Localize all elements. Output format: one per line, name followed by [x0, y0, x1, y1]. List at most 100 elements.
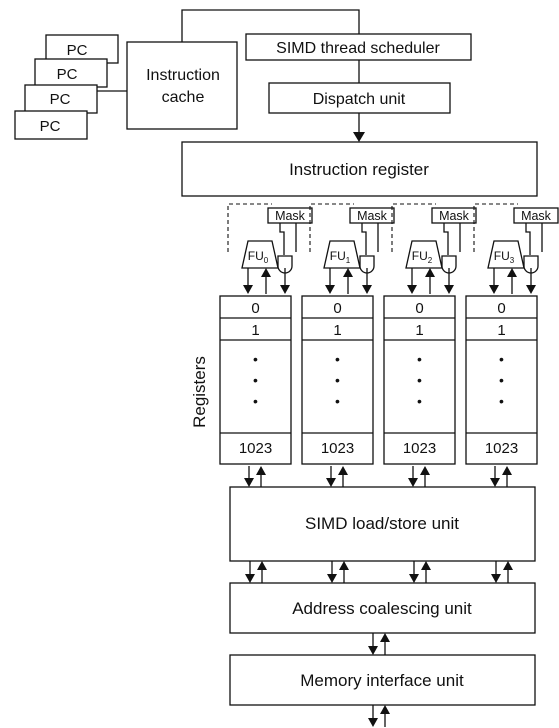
fu-subscript-0: 0 [264, 256, 269, 265]
register-ellipsis-dot-1-2: • [335, 393, 340, 409]
mask-box-1 [349, 207, 395, 224]
register-column-3 [465, 295, 538, 465]
acu-to-lsu-up-1-head [339, 561, 349, 570]
register-1023-label-0: 1023 [239, 440, 272, 457]
acu-to-lsu-up-2-head [421, 561, 431, 570]
pc-label-1: PC [67, 42, 88, 59]
instruction-register-label: Instruction register [289, 160, 429, 179]
lane-3-fu-to-reg-a-head [489, 285, 499, 294]
register-ellipsis-dot-2-0: • [417, 351, 422, 367]
lane-1-control-dashed [309, 203, 354, 252]
instruction-cache: Instruction cache [97, 9, 360, 130]
mask-label-0: Mask [275, 209, 306, 223]
dispatch-unit-box [268, 82, 451, 114]
fu-label-1: FU1 [330, 249, 351, 265]
mask-line-1 [361, 223, 367, 255]
control-path: SIMD thread scheduler Dispatch unit Inst… [181, 33, 538, 197]
pc-box-4 [14, 110, 88, 140]
mask-label-3: Mask [521, 209, 552, 223]
pc-label-2: PC [57, 66, 78, 83]
mask-box-0 [267, 207, 313, 224]
register-1-label-2: 1 [415, 322, 423, 339]
instruction-cache-box [126, 41, 238, 130]
lsu-to-reg-up-3-head [502, 466, 512, 475]
register-ellipsis-dot-0-1: • [253, 372, 258, 388]
register-0-label-3: 0 [497, 300, 505, 317]
memory-interface-unit-label: Memory interface unit [300, 671, 464, 690]
lsu-to-reg-up-1-head [338, 466, 348, 475]
gate-2 [441, 255, 457, 274]
mask-line-3 [525, 223, 531, 255]
fu-subscript-1: 1 [346, 256, 351, 265]
register-ellipsis-dot-3-1: • [499, 372, 504, 388]
register-0-label-2: 0 [415, 300, 423, 317]
address-coalescing-unit-label: Address coalescing unit [292, 599, 472, 618]
reg-to-lsu-down-1-head [326, 478, 336, 487]
register-ellipsis-dot-0-2: • [253, 393, 258, 409]
instruction-register-box [181, 141, 538, 197]
memory-path: SIMD load/store unit Address coalescing … [229, 486, 536, 706]
reg-to-lsu-down-2-head [408, 478, 418, 487]
register-ellipsis-dot-1-0: • [335, 351, 340, 367]
register-column-2 [383, 295, 456, 465]
lane-0-control-dashed [227, 203, 272, 252]
lane-3-gate-to-reg-head [526, 285, 536, 294]
cache-to-scheduler-line [181, 9, 360, 42]
lane-0-gate-to-reg-head [280, 285, 290, 294]
lsu-to-reg-up-0-head [256, 466, 266, 475]
lane-2-gate-to-reg-head [444, 285, 454, 294]
gate-3 [523, 255, 539, 274]
lane-3-control-dashed [473, 203, 518, 252]
register-1-label-1: 1 [333, 322, 341, 339]
lsu-to-acu-down-3-head [491, 574, 501, 583]
register-1023-label-1: 1023 [321, 440, 354, 457]
register-ellipsis-dot-0-0: • [253, 351, 258, 367]
instruction-cache-line1: Instruction [146, 67, 220, 84]
register-ellipsis-dot-3-0: • [499, 351, 504, 367]
lsu-to-acu-down-2-head [409, 574, 419, 583]
mask-label-1: Mask [357, 209, 388, 223]
lanes: MaskFU001•••1023MaskFU101•••1023MaskFU20… [219, 203, 559, 465]
register-1023-label-2: 1023 [403, 440, 436, 457]
lsu-to-acu-down-1-head [327, 574, 337, 583]
memory-interface-unit-box [229, 654, 536, 706]
acu-to-lsu-up-0-head [257, 561, 267, 570]
register-ellipsis-dot-1-1: • [335, 372, 340, 388]
register-0-label-0: 0 [251, 300, 259, 317]
register-column-0 [219, 295, 292, 465]
acu-to-lsu-up-3-head [503, 561, 513, 570]
register-column-1 [301, 295, 374, 465]
miu-to-acu-up-head [380, 633, 390, 642]
dispatch-unit-label: Dispatch unit [313, 91, 406, 108]
lsu-to-reg-up-2-head [420, 466, 430, 475]
lane-0-fu-to-reg-a-head [243, 285, 253, 294]
simd-thread-scheduler-label: SIMD thread scheduler [276, 40, 440, 57]
register-ellipsis-dot-3-2: • [499, 393, 504, 409]
simd-load-store-unit-label: SIMD load/store unit [305, 514, 459, 533]
acu-to-miu-down-head [368, 646, 378, 655]
mask-line-2 [443, 223, 449, 255]
bus-arrows [244, 466, 513, 727]
register-1-label-3: 1 [497, 322, 505, 339]
dispatch-to-ir-arrow [353, 132, 365, 142]
lane-2-fu-to-reg-a-head [407, 285, 417, 294]
fu-label-0: FU0 [248, 249, 269, 265]
pc-label-3: PC [50, 91, 71, 108]
register-ellipsis-dot-2-1: • [417, 372, 422, 388]
gate-0 [277, 255, 293, 274]
lane-2-reg-to-fu-head [425, 268, 435, 277]
mask-box-3 [513, 207, 559, 224]
mask-label-2: Mask [439, 209, 470, 223]
reg-to-lsu-down-3-head [490, 478, 500, 487]
register-0-label-1: 0 [333, 300, 341, 317]
instruction-cache-line2: cache [162, 89, 205, 106]
simd-load-store-unit-box [229, 486, 536, 562]
pc-box-2 [34, 58, 108, 88]
register-1023-label-3: 1023 [485, 440, 518, 457]
simd-thread-scheduler-box [245, 33, 472, 61]
lane-1-reg-to-fu-head [343, 268, 353, 277]
